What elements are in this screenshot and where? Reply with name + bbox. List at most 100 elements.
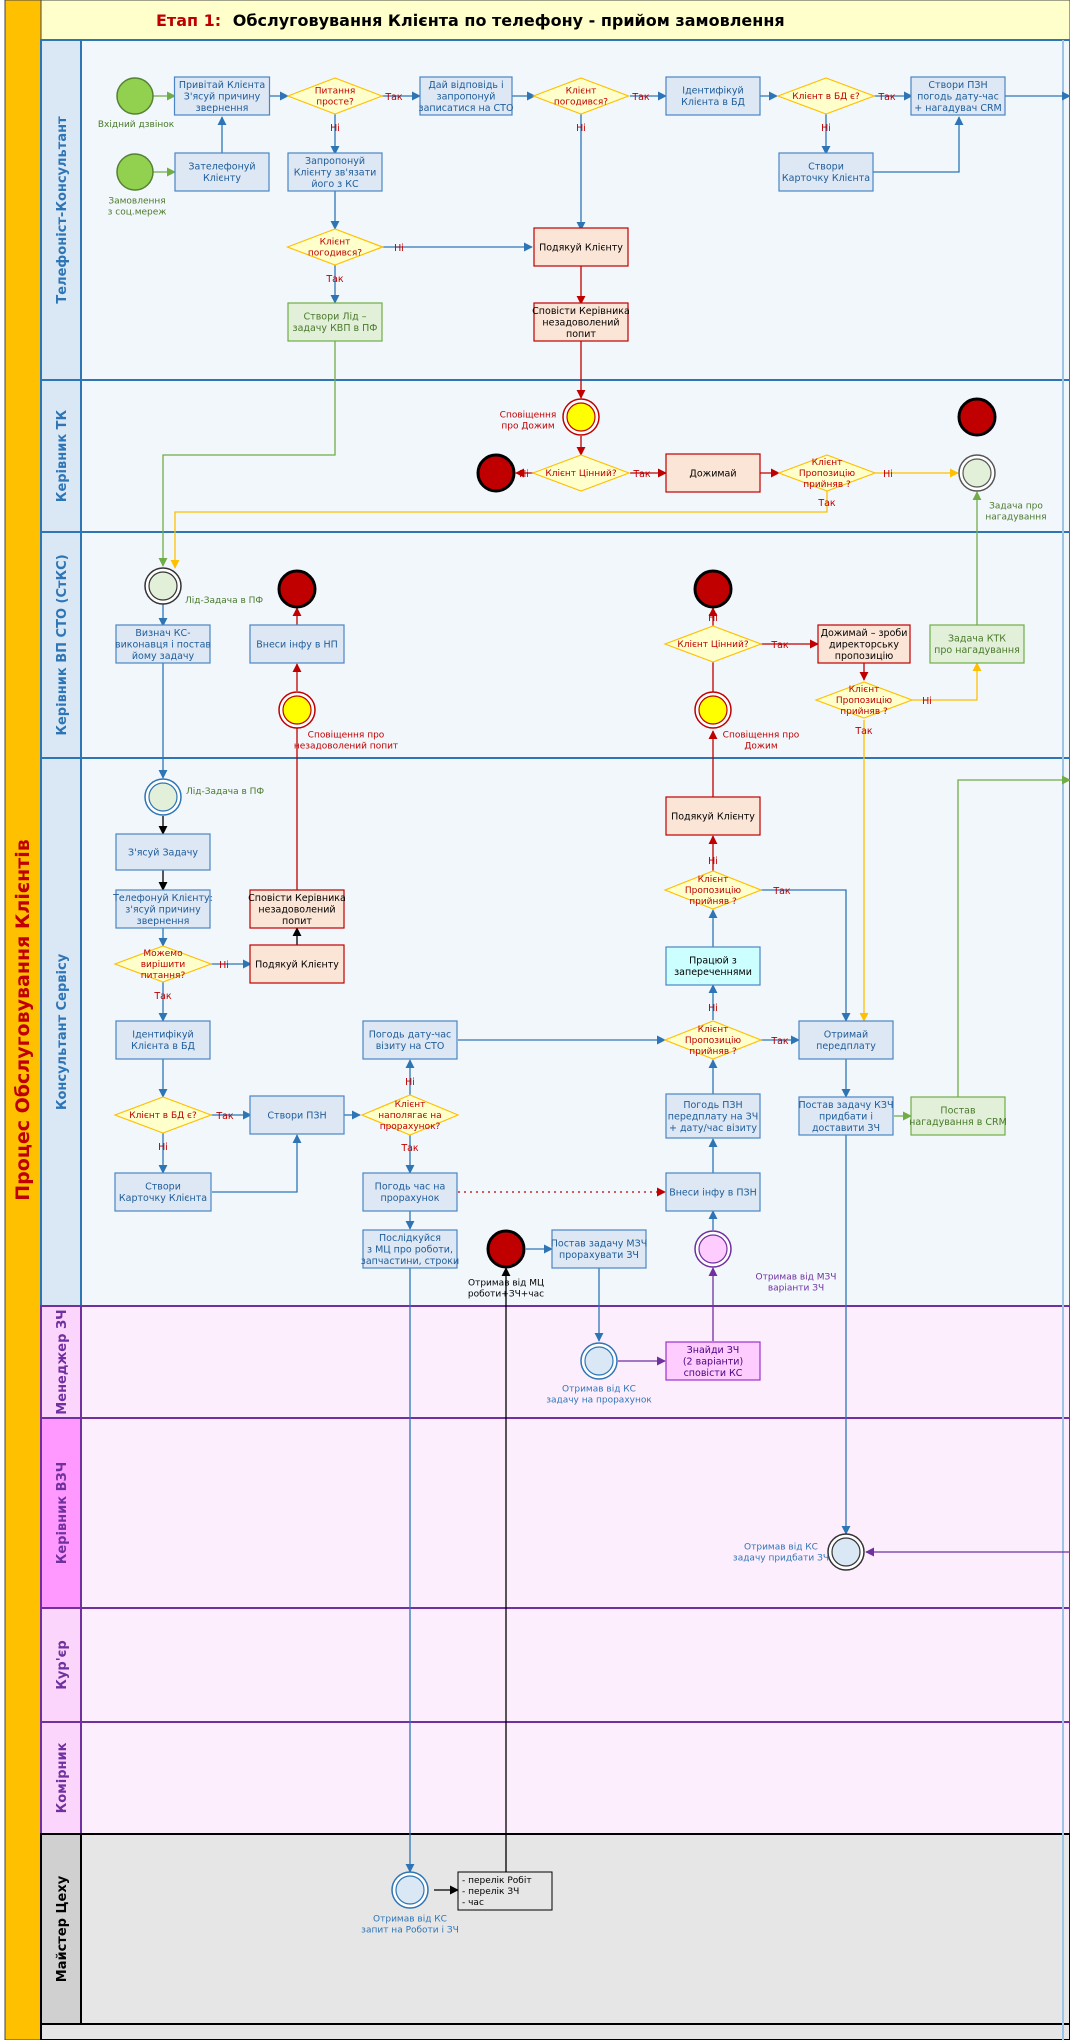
title-prefix: Етап 1: xyxy=(156,11,221,30)
event-spovishchennia-dozhym[interactable] xyxy=(562,398,600,436)
event-otrymav-mzch[interactable] xyxy=(694,1230,732,1268)
flow-label: Ні xyxy=(821,123,831,134)
task-stvory_lid[interactable]: Створи Лід –задачу КВП в ПФ xyxy=(287,302,383,342)
title-text: Обслуговування Клієнта по телефону - при… xyxy=(233,11,785,30)
event-otrymav-ks-mzch[interactable] xyxy=(580,1342,618,1380)
flow-label: Ні xyxy=(158,1142,168,1153)
event-zadacha-nagad[interactable] xyxy=(958,454,996,492)
flow-lid-vp xyxy=(158,340,336,567)
start-event-soc[interactable] xyxy=(116,153,154,191)
task-label-podiakui_ks: Подякуй Клієнту xyxy=(255,959,339,970)
event-spovishchennia-np[interactable] xyxy=(278,691,316,729)
annotation-perelik-text: - перелік Робіт- перелік ЗЧ- час xyxy=(462,1876,532,1908)
task-label-vnesy_info_np: Внеси інфу в НП xyxy=(256,639,338,650)
lane-header-kom xyxy=(40,1721,82,1835)
event-spovishchennia-dozhym-vp[interactable] xyxy=(694,691,732,729)
lane-label-kom: Комірник xyxy=(55,1742,70,1813)
task-podiakui_ks[interactable]: Подякуй Клієнту xyxy=(249,944,345,984)
flow-label: Так xyxy=(631,92,650,103)
task-podiakui_ks2[interactable]: Подякуй Клієнту xyxy=(665,796,761,836)
label-lid_zadacha_ks: Лід-Задача в ПФ xyxy=(186,787,264,797)
task-dozhymai[interactable]: Дожимай xyxy=(665,453,761,493)
task-zyasui_zadachu[interactable]: З'ясуй Задачу xyxy=(115,833,211,871)
task-stvory_pzn_ks[interactable]: Створи ПЗН xyxy=(249,1095,345,1135)
gateway-klient_v_bd_op[interactable]: Клієнт в БД є? xyxy=(776,77,876,115)
gateway-klient_tsinnyi_tk[interactable]: Клієнт Цінний? xyxy=(531,454,631,492)
flow-label: Так xyxy=(770,1036,789,1047)
event-otrymav-ks-vzch[interactable] xyxy=(827,1533,865,1571)
event-otrymav-mc xyxy=(486,1229,526,1269)
task-label-znaidy_zch: Знайди ЗЧ(2 варіанти)сповісти КС xyxy=(683,1345,743,1379)
task-vnesy_info_np[interactable]: Внеси інфу в НП xyxy=(249,624,345,664)
event-lid-ks[interactable] xyxy=(144,778,182,816)
gateway-klient_tsinnyi_vp[interactable]: Клієнт Цінний? xyxy=(663,625,763,663)
lane-header-op xyxy=(40,39,82,381)
end-event-tk-left xyxy=(476,453,516,493)
task-vnesy_info_pzn[interactable]: Внеси інфу в ПЗН xyxy=(665,1172,761,1212)
flow-label: Так xyxy=(400,1143,419,1154)
start-event-vkhidnyi[interactable] xyxy=(116,77,154,115)
event-otrymav-ks-mc[interactable] xyxy=(391,1871,429,1909)
pool-band xyxy=(4,0,42,2040)
task-label-zyasui_zadachu: З'ясуй Задачу xyxy=(128,847,198,858)
gateway-klient_v_bd_ks[interactable]: Клієнт в БД є? xyxy=(113,1096,213,1134)
event-lid-vp[interactable] xyxy=(144,567,182,605)
flow-label: Так xyxy=(877,92,896,103)
lane-kur xyxy=(40,1607,1070,1723)
task-znaidy_zch[interactable]: Знайди ЗЧ(2 варіанти)сповісти КС xyxy=(665,1341,761,1381)
task-podiakui_op[interactable]: Подякуй Клієнту xyxy=(533,227,629,267)
flow-label: Так xyxy=(817,498,836,509)
lane-header-vzch xyxy=(40,1417,82,1609)
flow-kartochka-pzn xyxy=(873,116,964,173)
flow-label: Ні xyxy=(519,469,529,480)
